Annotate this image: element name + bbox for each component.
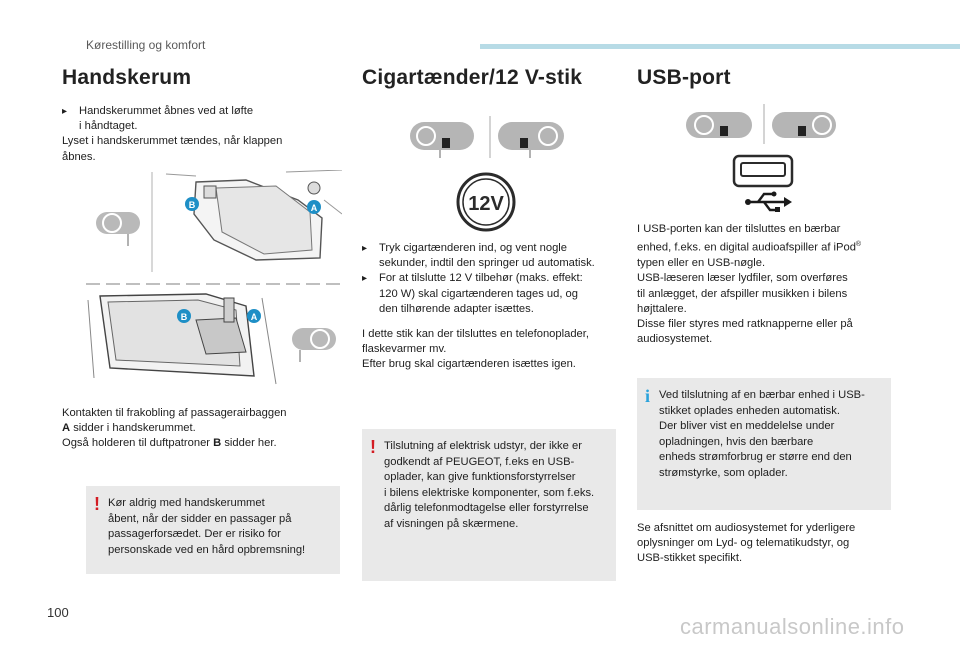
warning-icon: !: [370, 437, 376, 457]
cigar-lighter-title: Cigartænder/12 V-stik: [362, 66, 583, 89]
marker-label: A: [251, 312, 258, 322]
text-line: stikket oplades enheden automatisk.: [659, 404, 840, 417]
marker-label: A: [311, 203, 318, 213]
text-line: Lyset i handskerummet tændes, når klappe…: [62, 135, 283, 148]
bullet-marker-icon: ▸: [362, 243, 368, 254]
push-lighter-bullet: ▸ Tryk cigartænderen ind, og vent nogle …: [362, 241, 622, 271]
text-line: Kontakten til frakobling af passagerairb…: [62, 407, 287, 419]
text-line: Ved tilslutning af en bærbar enhed i USB…: [659, 389, 865, 401]
marker-a-icon: A: [307, 200, 321, 214]
marker-b-icon: B: [185, 197, 199, 211]
text-line: oplysninger om Lyd- og telematikudstyr, …: [637, 537, 850, 550]
info-icon: i: [645, 386, 651, 406]
text-line: typen eller en USB-nøgle.: [637, 257, 766, 270]
electrical-warning-box: ! Tilslutning af elektrisk udstyr, der i…: [362, 429, 616, 581]
usb-info-box: i Ved tilslutning af en bærbar enhed i U…: [637, 378, 891, 510]
glovebox-open-bullet: ▸ Handskerummet åbnes ved at løfte i hån…: [62, 104, 316, 134]
text-line: opladningen, hvis den bærbare: [659, 435, 814, 448]
text-line: åbnes.: [62, 150, 96, 163]
bullet-marker-icon: ▸: [362, 273, 368, 285]
text-line: I dette stik kan der tilsluttes en telef…: [362, 328, 589, 341]
bullet-marker-icon: ▸: [62, 106, 68, 117]
glovebox-title: Handskerum: [62, 66, 192, 89]
marker-b-icon: B: [177, 309, 191, 323]
text-line: passagerforsædet. Der er risiko for: [108, 528, 281, 541]
text-line: Også holderen til duftpatroner: [62, 437, 214, 450]
steering-wheel-icon: [96, 212, 140, 246]
airbag-switch-text: Kontakten til frakobling af passagerairb…: [62, 406, 332, 452]
text-line: Kør aldrig med handskerummet: [108, 497, 265, 509]
warning-icon: !: [94, 494, 100, 514]
steering-wheel-icon: [498, 122, 564, 158]
text-line: strømstyrke, som oplader.: [659, 466, 788, 479]
header-accent-bar: [480, 44, 960, 49]
text-line: sidder i handskerummet.: [70, 422, 196, 435]
text-line: enhed, f.eks. en digital audioafspiller …: [637, 241, 856, 254]
text-line: I USB-porten kan der tilsluttes en bærba…: [637, 223, 841, 235]
socket-usage-text: I dette stik kan der tilsluttes en telef…: [362, 327, 622, 373]
glovebox-column: Handskerum ▸ Handskerummet åbnes ved at …: [62, 66, 316, 165]
12v-socket-icon: 12V: [456, 172, 516, 232]
cigar-socket-illustration: 12V: [410, 116, 564, 232]
steering-wheel-icon: [292, 328, 336, 362]
bullet-line: Handskerummet åbnes ved at løfte: [79, 105, 254, 117]
usb-socket-icon: [732, 154, 794, 188]
text-line: til anlægget, der afspiller musikken i b…: [637, 287, 848, 300]
text-line: USB-stikket specifikt.: [637, 552, 743, 565]
text-line: Se afsnittet om audiosystemet for yderli…: [637, 522, 856, 534]
bullet-line: sekunder, indtil den springer ud automat…: [379, 257, 595, 270]
bullet-line: For at tilslutte 12 V tilbehør (maks. ef…: [379, 272, 583, 285]
text-line: godkendt af PEUGEOT, f.eks en USB-: [384, 455, 575, 468]
text-line: sidder her.: [221, 437, 277, 450]
marker-label: B: [181, 312, 188, 322]
text-line: af visningen på skærmene.: [384, 517, 519, 530]
text-line: enheds strømforbrug er større end den: [659, 451, 852, 464]
bullet-line: 120 W) skal cigartænderen tages ud, og: [379, 287, 578, 300]
text-line: i bilens elektriske komponenter, som f.e…: [384, 486, 595, 499]
steering-wheel-icon: [410, 122, 474, 158]
glovebox-warning-box: ! Kør aldrig med handskerummet åbent, nå…: [86, 486, 340, 574]
airbag-label-a: A: [62, 422, 71, 435]
text-line: højttalere.: [637, 302, 687, 315]
text-line: åbent, når der sidder en passager på: [108, 512, 292, 525]
text-line: dårlig telefonmodtagelse eller forstyrre…: [384, 502, 589, 515]
steering-wheel-icon: [686, 112, 752, 138]
holder-label-b: B: [213, 437, 222, 450]
bullet-line: i håndtaget.: [79, 120, 138, 133]
text-line: Efter brug skal cigartænderen isættes ig…: [362, 358, 576, 371]
watermark: carmanualsonline.info: [680, 614, 905, 639]
accessory-bullet: ▸ For at tilslutte 12 V tilbehør (maks. …: [362, 271, 622, 317]
text-line: Der bliver vist en meddelelse under: [659, 420, 835, 433]
usb-symbol-icon: [745, 191, 792, 212]
text-line: personskade ved en hård opbremsning!: [108, 543, 306, 556]
marker-a-icon: A: [247, 309, 261, 323]
glovebox-light-text: Lyset i handskerummet tændes, når klappe…: [62, 134, 316, 164]
text-line: oplader, kan give funktionsforstyrrelser: [384, 471, 576, 484]
cigar-lighter-column: Cigartænder/12 V-stik: [362, 66, 622, 90]
text-line: flaskevarmer mv.: [362, 343, 447, 356]
section-header: Kørestilling og komfort: [86, 38, 206, 52]
text-line: USB-læseren læser lydfiler, som overføre…: [637, 272, 848, 285]
socket-label: 12V: [468, 193, 504, 215]
steering-wheel-icon: [772, 112, 836, 138]
page-number: 100: [47, 605, 69, 620]
usb-title: USB-port: [637, 66, 731, 89]
bullet-line: den tilhørende adapter isættes.: [379, 302, 534, 315]
text-line: audiosystemet.: [637, 333, 713, 346]
marker-label: B: [189, 200, 196, 210]
usb-column: USB-port: [637, 66, 897, 90]
text-line: Tilslutning af elektrisk udstyr, der ikk…: [384, 440, 582, 452]
usb-see-also-text: Se afsnittet om audiosystemet for yderli…: [637, 521, 899, 567]
usb-port-illustration: [686, 104, 836, 212]
cigar-lighter-instructions: ▸ Tryk cigartænderen ind, og vent nogle …: [362, 241, 622, 373]
glovebox-illustration: B A B A: [86, 170, 342, 385]
bullet-line: Tryk cigartænderen ind, og vent nogle: [379, 242, 568, 254]
usb-description: I USB-porten kan der tilsluttes en bærba…: [637, 222, 899, 347]
text-line: Disse filer styres med ratknapperne elle…: [637, 317, 853, 330]
registered-mark: ®: [855, 241, 862, 249]
